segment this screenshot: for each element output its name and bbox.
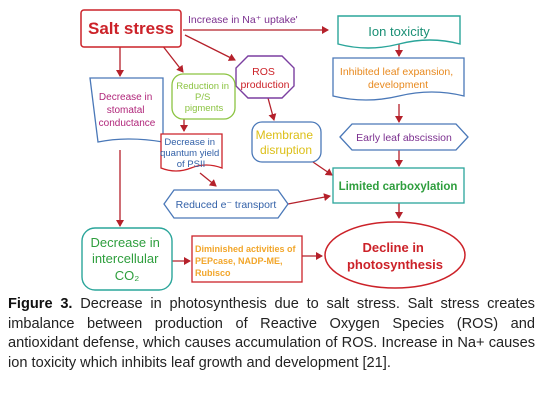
quantum-yield-line-3: of PSII xyxy=(177,159,206,170)
inhibited-leaf-box xyxy=(332,57,465,101)
stomatal-line-1: Decrease in xyxy=(99,92,152,103)
intercellular-line-3: CO₂ xyxy=(115,268,140,283)
intercellular-line-2: intercellular xyxy=(92,251,159,266)
reduction-ps-label: Reduction in P/S pigments xyxy=(176,81,231,114)
membrane-line-1: Membrane xyxy=(256,128,314,142)
quantum-yield-line-2: quantum yield xyxy=(160,148,219,159)
quantum-yield-line-1: Decrease in xyxy=(164,137,215,148)
intercellular-line-1: Decrease in xyxy=(91,235,160,250)
enzymes-label: Diminished activities of PEPcase, NADP-M… xyxy=(195,244,298,278)
arrow-membrane-to-limited xyxy=(309,159,333,176)
figure-caption: Figure 3. Decrease in photosynthesis due… xyxy=(8,295,535,373)
arrow-ros-to-membrane xyxy=(267,97,277,121)
membrane-box xyxy=(251,121,322,163)
reduction-ps-line-2: P/S xyxy=(195,92,210,103)
stomatal-line-2: stomatal xyxy=(107,105,145,116)
early-leaf-label: Early leaf abscission xyxy=(356,132,452,144)
na-uptake-label: Increase in Na⁺ uptake' xyxy=(188,14,298,26)
enzymes-line-1: Diminished activities of xyxy=(195,244,297,254)
caption-label: Figure 3. xyxy=(8,296,73,312)
limited-carboxylation-label: Limited carboxylation xyxy=(339,181,458,193)
quantum-yield-label: Decrease in quantum yield of PSII xyxy=(160,137,222,170)
quantum-yield-box xyxy=(160,133,223,172)
arrow-electron-to-limited xyxy=(287,193,331,205)
ros-production-label: ROS production xyxy=(240,66,289,91)
reduction-ps-box xyxy=(171,73,236,120)
inhibited-leaf-label: Inhibited leaf expansion, development xyxy=(340,66,456,91)
inhibited-leaf-line-2: development xyxy=(368,79,428,91)
ion-toxicity-label: Ion toxicity xyxy=(368,24,430,39)
arrow-salt-to-reduction xyxy=(161,44,184,73)
enzymes-line-2: PEPcase, NADP-ME, xyxy=(195,256,283,266)
ion-toxicity-box xyxy=(337,15,461,49)
stomatal-line-3: conductance xyxy=(99,118,156,129)
arrows xyxy=(116,26,403,265)
caption-text: Decrease in photosynthesis due to salt s… xyxy=(8,296,535,371)
reduction-ps-line-3: pigments xyxy=(185,103,224,114)
decline-label: Decline in photosynthesis xyxy=(347,240,443,272)
membrane-label: Membrane disruption xyxy=(256,128,317,157)
enzymes-box xyxy=(191,235,303,283)
reduction-ps-line-1: Reduction in xyxy=(176,81,229,92)
arrow-quantum-to-electron xyxy=(199,172,217,187)
ros-production-box xyxy=(235,55,295,99)
ros-production-line-2: production xyxy=(240,79,289,91)
salt-stress-label: Salt stress xyxy=(88,19,174,38)
membrane-line-2: disruption xyxy=(260,143,312,157)
inhibited-leaf-line-1: Inhibited leaf expansion, xyxy=(340,66,453,78)
early-leaf-box xyxy=(339,123,469,151)
salt-stress-diagram: Salt stress Increase in Na⁺ uptake' Ion … xyxy=(80,9,469,291)
decline-line-2: photosynthesis xyxy=(347,257,443,272)
decline-box xyxy=(324,221,466,289)
limited-carboxylation-box xyxy=(332,167,465,204)
electron-transport-box xyxy=(163,189,289,219)
stomatal-label: Decrease in stomatal conductance xyxy=(99,92,156,129)
enzymes-line-3: Rubisco xyxy=(195,268,231,278)
arrow-salt-to-ros xyxy=(184,34,236,61)
intercellular-box xyxy=(81,227,173,291)
electron-transport-label: Reduced e⁻ transport xyxy=(176,199,277,211)
intercellular-label: Decrease in intercellular CO₂ xyxy=(91,235,164,283)
decline-line-1: Decline in xyxy=(362,240,423,255)
salt-stress-box xyxy=(80,9,182,48)
ros-production-line-1: ROS xyxy=(252,66,275,78)
